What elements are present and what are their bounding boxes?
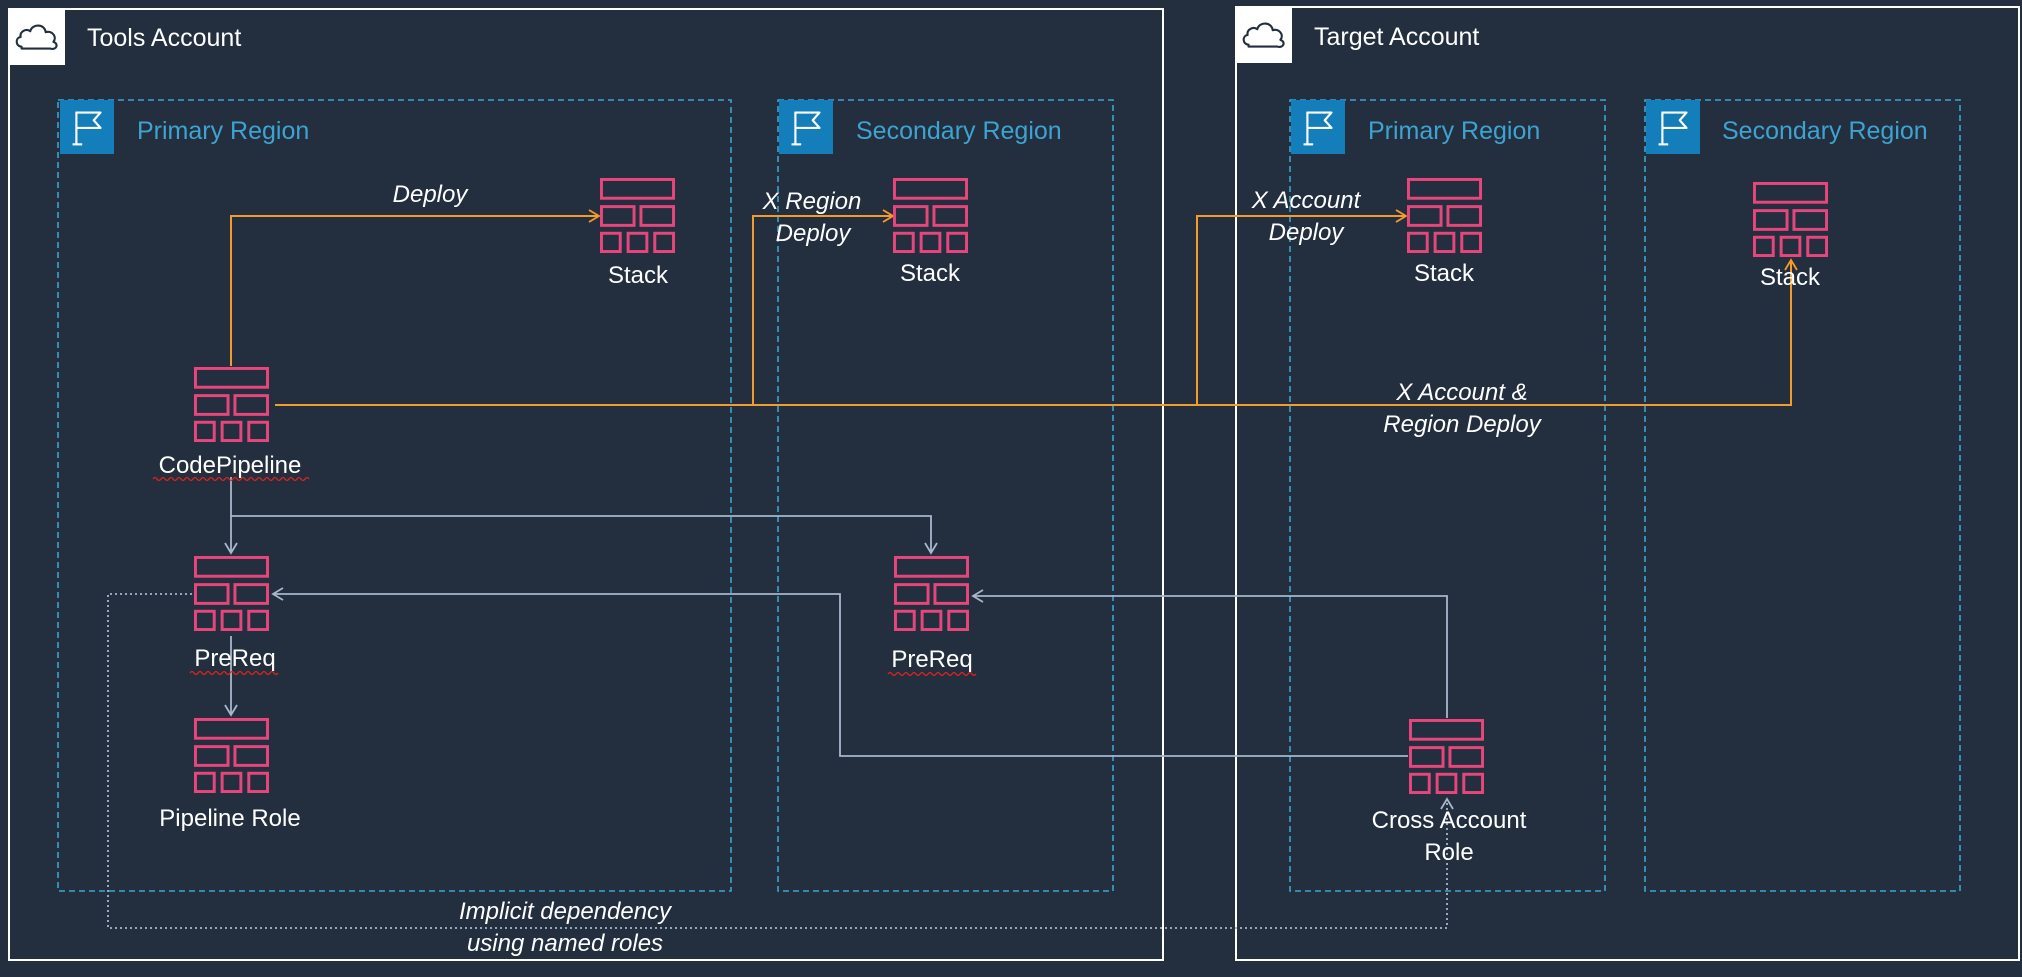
tools-secondary-region-title: Secondary Region: [856, 117, 1062, 145]
codepipeline-node[interactable]: CodePipeline: [152, 367, 310, 482]
tools-account-title: Tools Account: [87, 24, 241, 52]
pipeline-role-label: Pipeline Role: [159, 805, 300, 832]
x-account-deploy-label-line1: X Account: [1251, 187, 1362, 214]
stack-icon: [892, 178, 969, 253]
tools-primary-region-box: [57, 99, 732, 892]
pipeline-role-node[interactable]: Pipeline Role: [159, 718, 301, 832]
x-region-deploy-label-line2: Deploy: [776, 220, 853, 247]
stack-tools-primary-node[interactable]: Stack: [600, 178, 675, 289]
stack-target-secondary-node[interactable]: Stack: [1752, 182, 1829, 291]
stack-label: Stack: [1760, 264, 1821, 291]
cross-role-to-secondary-prereq-arrow: [971, 589, 1448, 718]
x-region-deploy-arrow: [752, 209, 895, 405]
target-secondary-region-box: [1644, 99, 1961, 892]
flag-icon: [58, 100, 116, 154]
flag-icon: [1290, 100, 1346, 154]
codepipeline-label: CodePipeline: [159, 452, 302, 479]
cross-account-role-node[interactable]: Cross Account Role: [1372, 719, 1527, 866]
prereq-tools-secondary-node[interactable]: PreReq: [887, 556, 977, 677]
stack-label: Stack: [900, 260, 961, 287]
main-deploy-line: [275, 258, 1798, 406]
stack-icon: [893, 556, 970, 631]
stack-icon: [193, 367, 270, 442]
stack-icon: [1752, 182, 1829, 257]
spellcheck-underline: [152, 476, 310, 482]
target-primary-region-title: Primary Region: [1368, 117, 1540, 145]
flag-icon: [778, 100, 834, 154]
implicit-dependency-line: [107, 593, 1454, 929]
implicit-dependency-label-line2: using named roles: [467, 930, 663, 957]
target-secondary-region-title: Secondary Region: [1722, 117, 1928, 145]
spellcheck-underline: [189, 670, 279, 676]
target-account-box: [1235, 6, 2020, 961]
tools-secondary-region-box: [777, 99, 1114, 892]
target-primary-region-box: [1289, 99, 1606, 892]
stack-icon: [193, 718, 270, 793]
flag-icon: [1645, 100, 1701, 154]
stack-icon: [193, 556, 270, 631]
x-account-region-deploy-label-line1: X Account &: [1395, 379, 1527, 406]
stack-target-primary-node[interactable]: Stack: [1406, 178, 1483, 287]
prereq-tools-primary-node[interactable]: PreReq: [189, 556, 279, 676]
deploy-arrow: [230, 209, 601, 366]
x-account-deploy-arrow: [1196, 209, 1408, 405]
cross-account-role-label-line1: Cross Account: [1372, 807, 1527, 834]
x-account-region-deploy-label-line2: Region Deploy: [1383, 411, 1542, 438]
x-region-deploy-label-line1: X Region: [762, 188, 862, 215]
cross-role-to-primary-prereq-arrow: [271, 587, 1408, 757]
stack-icon: [1408, 719, 1485, 794]
spellcheck-underline: [887, 671, 977, 677]
stack-label: Stack: [608, 262, 669, 289]
stack-icon: [1406, 178, 1483, 253]
implicit-dependency-label-line1: Implicit dependency: [459, 898, 673, 925]
cloud-icon: [1236, 7, 1292, 63]
stack-label: Stack: [1414, 260, 1475, 287]
cloud-icon: [9, 9, 65, 65]
cross-account-role-label-line2: Role: [1424, 839, 1473, 866]
tools-primary-region-title: Primary Region: [137, 117, 309, 145]
prereq-label: PreReq: [194, 645, 275, 672]
deploy-label: Deploy: [393, 181, 470, 208]
x-account-deploy-label-line2: Deploy: [1269, 219, 1346, 246]
prereq-label: PreReq: [891, 646, 972, 673]
target-account-title: Target Account: [1314, 23, 1479, 51]
tools-account-box: [8, 8, 1164, 961]
stack-tools-secondary-node[interactable]: Stack: [892, 178, 969, 287]
stack-icon: [600, 178, 675, 253]
pipeline-to-secondary-prereq-arrow: [231, 515, 938, 555]
